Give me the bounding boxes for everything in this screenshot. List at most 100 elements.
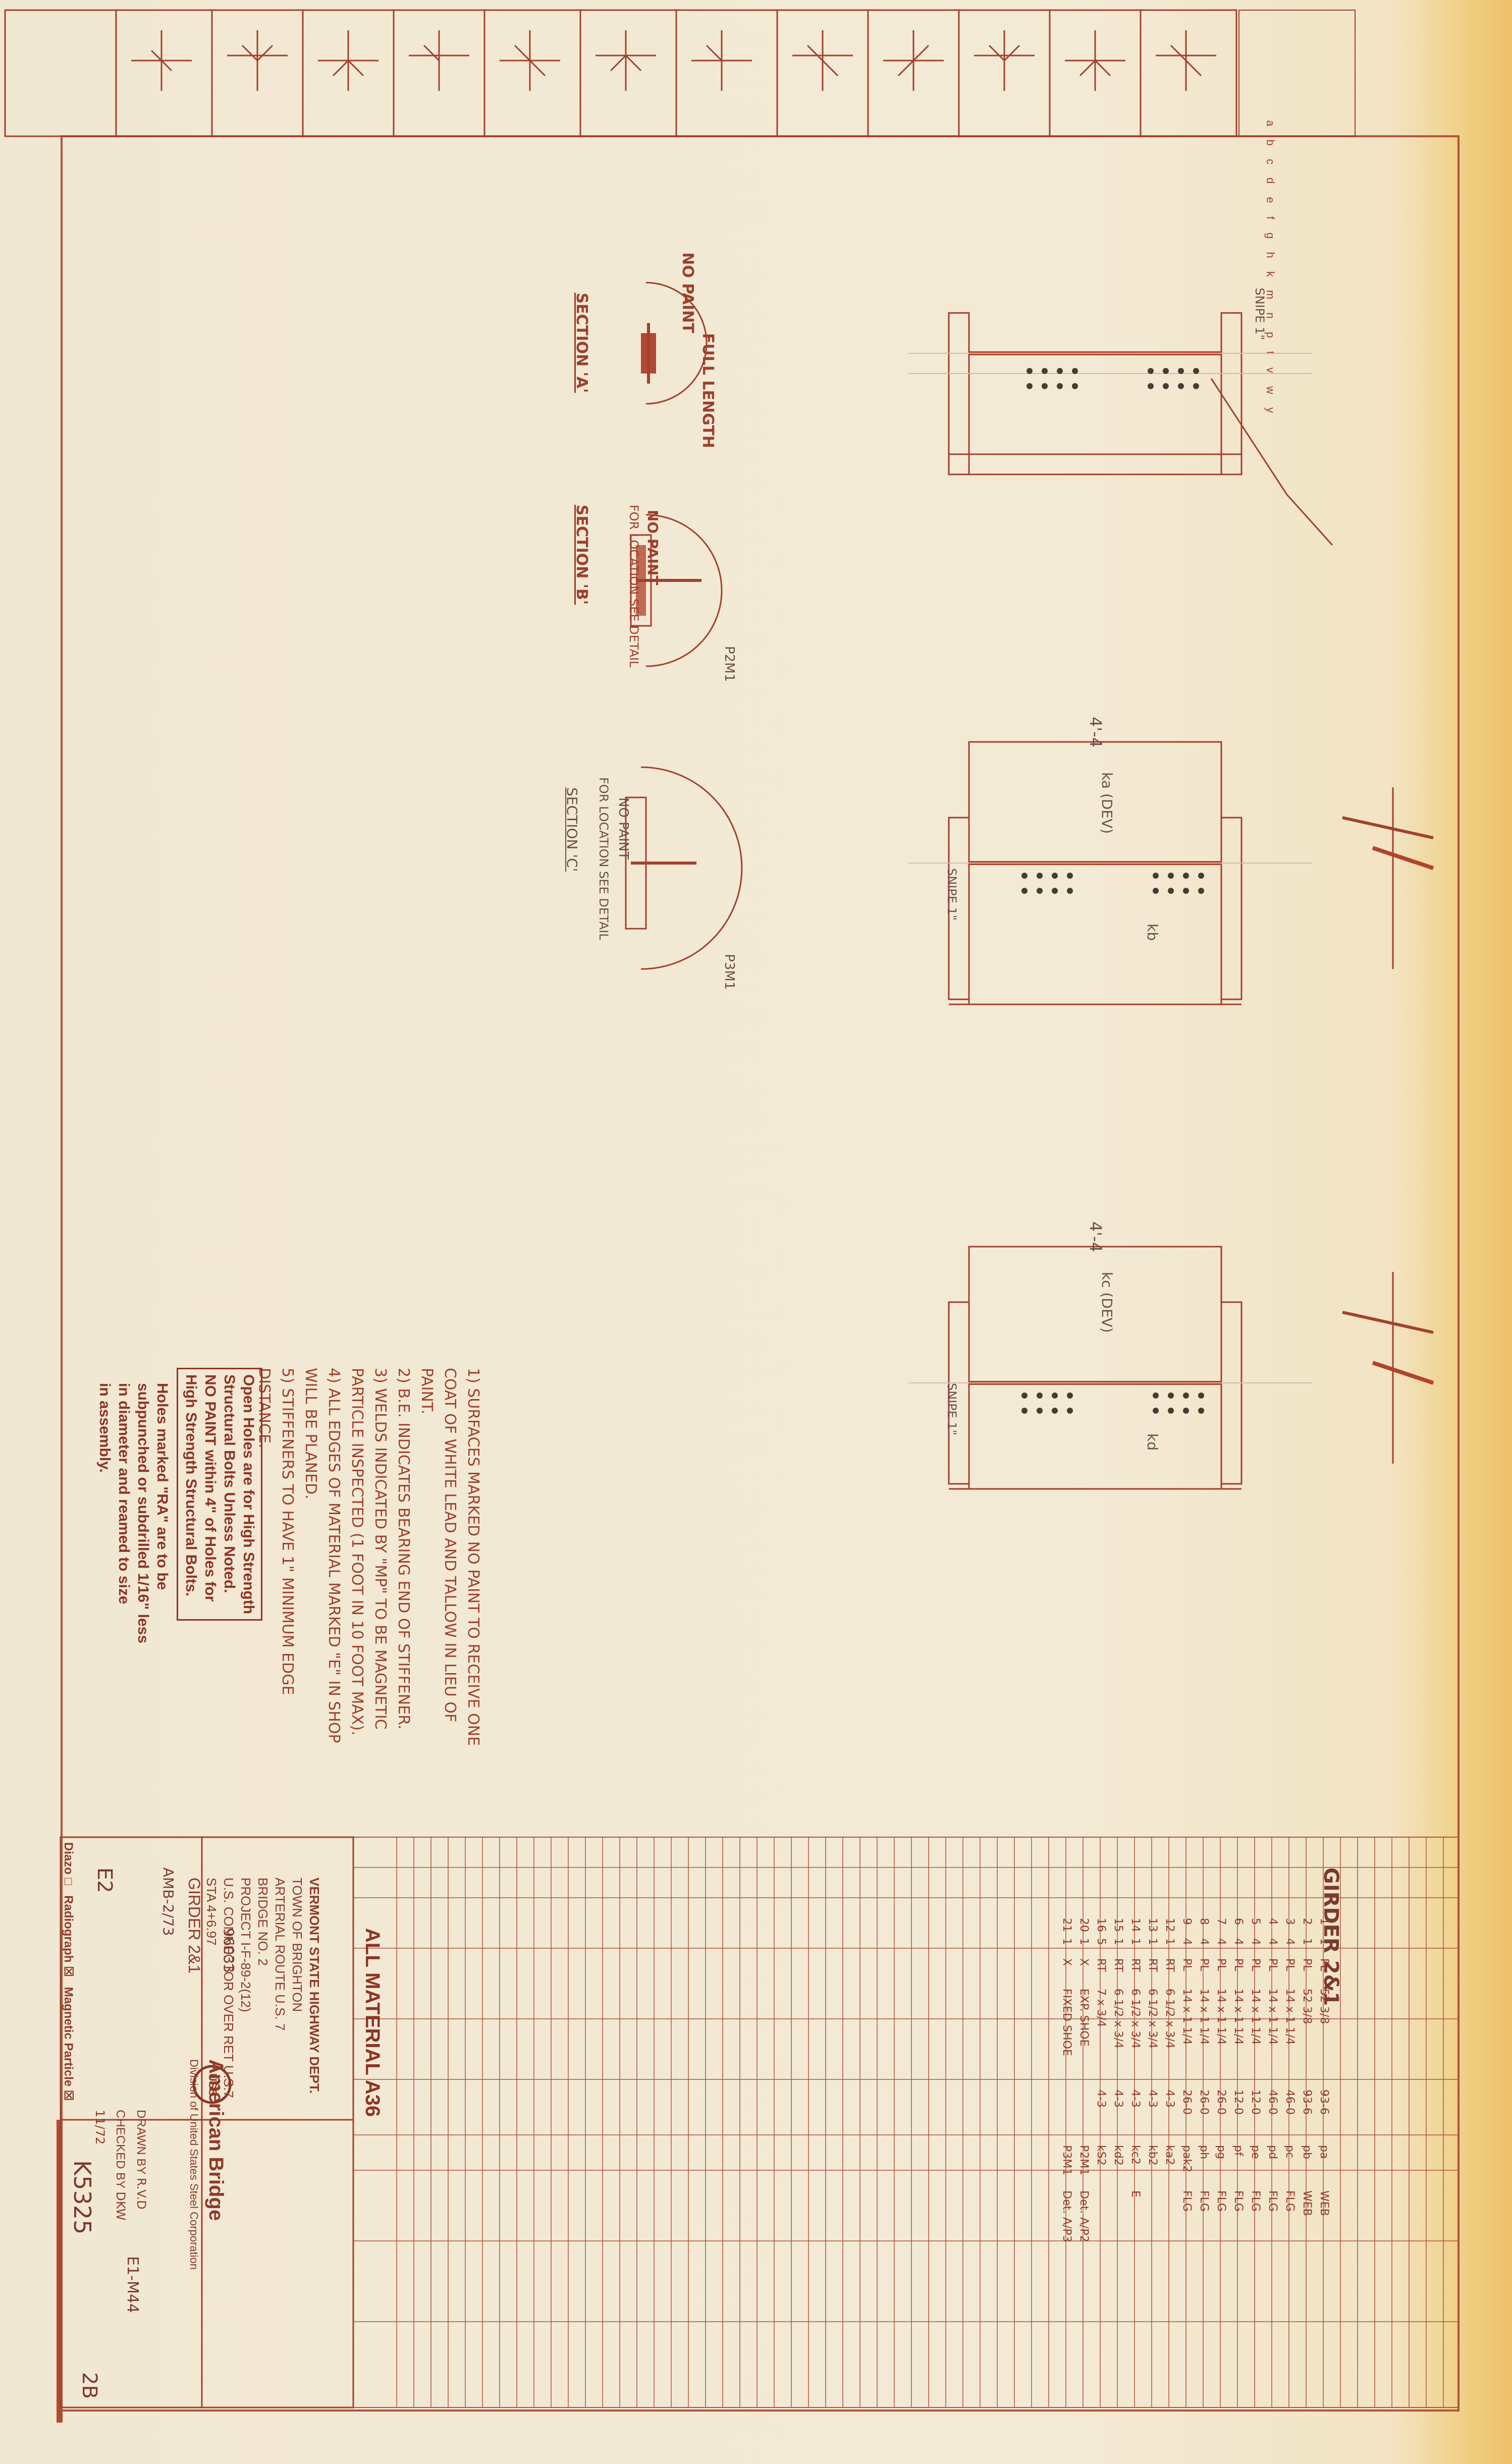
section-b-label: SECTION 'B' (573, 505, 590, 605)
bill-cell-remark: FLG (1283, 2190, 1296, 2212)
tb-route: ARTERIAL ROUTE U.S. 7 (273, 1878, 288, 2031)
bill-cell-mark: pak2 (1180, 2145, 1193, 2173)
bill-row: 94PL14 x 1 1/426-0pak2FLG (1178, 1918, 1195, 2271)
bill-cell-mark: kS2 (1095, 2145, 1107, 2166)
bill-cell-qty: 4 (1198, 1938, 1210, 1945)
bill-row: 44PL14 x 1 1/446-0pdFLG (1264, 1918, 1281, 2271)
bill-cell-len: 93-6 (1301, 2090, 1313, 2115)
bill-row: 11PL52 3/893-6paWEB (1315, 1918, 1332, 2271)
bill-cell-size: 14 x 1 1/4 (1180, 1989, 1193, 2045)
bill-cell-desc: PL (1232, 1958, 1245, 1971)
bill-cell-len: 26-0 (1180, 2090, 1193, 2115)
holes-note-line-1: Holes marked "RA" are to be (154, 1383, 171, 1590)
section-a-arc (645, 282, 708, 405)
bill-cell-len: 26-0 (1215, 2090, 1227, 2115)
bill-cell-size: 14 x 1 1/4 (1215, 1989, 1227, 2045)
bill-cell-remark: FLG (1232, 2190, 1245, 2212)
tb-bridge: BRIDGE NO. 2 (255, 1878, 271, 1966)
bill-cell-desc: PL (1318, 1958, 1330, 1971)
bill-cell-size: 6 1/2 x 3/4 (1146, 1989, 1159, 2049)
section-a-full-length: FULL LENGTH (699, 333, 717, 448)
bill-row: 141RT6 1/2 x 3/44-3kc2E (1126, 1918, 1144, 2271)
bill-cell-remark: Det. A/P3 (1060, 2190, 1073, 2242)
bill-cell-mark: pg (1215, 2145, 1227, 2159)
uss-logo (192, 2065, 232, 2104)
bill-cell-len: 46-0 (1283, 2090, 1296, 2115)
bill-cell-qty: 1 (1077, 1938, 1090, 1945)
bolt-note-stamp: Open Holes are for High Strength Structu… (177, 1368, 262, 1621)
bill-cell-len: 4-3 (1129, 2090, 1142, 2108)
bill-cell-no: 13 (1146, 1918, 1159, 1932)
bill-cell-mark: pb (1301, 2145, 1313, 2159)
bill-cell-len: 26-0 (1198, 2090, 1210, 2115)
bill-cell-remark: FLG (1266, 2190, 1279, 2212)
checked-by-label: CHECKED BY (114, 2110, 127, 2188)
bill-cell-remark: FLG (1180, 2190, 1193, 2212)
bill-cell-len: 46-0 (1266, 2090, 1279, 2115)
bill-cell-qty: 4 (1232, 1938, 1245, 1945)
bill-cell-mark: pd (1266, 2145, 1279, 2159)
bolt-note-line-1: Open Holes are for High Strength (240, 1374, 257, 1615)
order-number: K5325 (69, 2160, 96, 2235)
bill-cell-qty: 1 (1301, 1938, 1313, 1945)
bill-cell-no: 2 (1301, 1918, 1313, 1925)
bill-cell-no: 1 (1318, 1918, 1330, 1925)
bill-cell-qty: 5 (1095, 1938, 1107, 1945)
section-c-arc (640, 766, 743, 970)
process-stamps: Diazo □ Radiograph ☒ Magnetic Particle ☒ (62, 1842, 75, 2101)
bill-cell-no: 15 (1112, 1918, 1124, 1932)
drawn-by-label: DRAWN BY (134, 2110, 148, 2175)
bill-cell-size: 14 x 1 1/4 (1266, 1989, 1279, 2045)
section-b-mark: P2M1 (722, 646, 737, 682)
bill-cell-desc: X (1077, 1958, 1090, 1966)
bill-cell-no: 5 (1249, 1918, 1262, 1925)
bill-cell-size: 14 x 1 1/4 (1232, 1989, 1245, 2045)
section-a-label: SECTION 'A' (573, 293, 590, 393)
bolt-note-line-3: NO PAINT within 4" of Holes for (202, 1374, 219, 1602)
bill-cell-size: 14 x 1 1/4 (1283, 1989, 1296, 2045)
bill-cell-desc: PL (1301, 1958, 1313, 1971)
bill-row: 165RT7 x 3/44-3kS2 (1092, 1918, 1109, 2271)
note-3: 3) WELDS INDICATED BY "MP" TO BE MAGNETI… (348, 1368, 389, 1736)
bill-cell-len: 93-6 (1318, 2090, 1330, 2115)
middle-mark-kb: kb (1144, 924, 1161, 941)
bill-row: 64PL14 x 1 1/412-0pfFLG (1229, 1918, 1247, 2271)
bill-cell-qty: 4 (1283, 1938, 1296, 1945)
bill-cell-len: 4-3 (1095, 2090, 1107, 2108)
bill-cell-mark: ka2 (1163, 2145, 1176, 2165)
bill-cell-no: 6 (1232, 1918, 1245, 1925)
bill-cell-no: 14 (1129, 1918, 1142, 1932)
sheet-label: E2 (93, 1867, 116, 1893)
bill-cell-mark: P3M1 (1060, 2145, 1073, 2176)
stamp-radiograph: Radiograph (62, 1895, 75, 1963)
company-division: Division of United States Steel Corporat… (188, 2059, 200, 2270)
logo-text: USS (206, 2073, 219, 2097)
bill-row: 201XEXP. SHOEP2M1Det. A/P2 (1075, 1918, 1092, 2271)
top-bolt-holes (1027, 368, 1199, 389)
bill-cell-len: 4-3 (1146, 2090, 1159, 2108)
bill-cell-no: 20 (1077, 1918, 1090, 1932)
section-c-for-location: FOR LOCATION SEE DETAIL (597, 777, 611, 940)
middle-snipe-label: SNIPE 1" (945, 868, 959, 921)
bill-cell-mark: kd2 (1112, 2145, 1124, 2166)
bill-cell-qty: 4 (1215, 1938, 1227, 1945)
bill-cell-size: 14 x 1 1/4 (1198, 1989, 1210, 2045)
bill-cell-size: EXP. SHOE (1077, 1989, 1090, 2047)
bill-cell-remark: E (1129, 2190, 1142, 2198)
bolt-note-line-4: High Strength Structural Bolts. (183, 1374, 199, 1597)
bottom-girder-detail (908, 1246, 1434, 1490)
bottom-overall-dim: 4'-4 (1086, 1221, 1105, 1253)
bill-cell-remark: WEB (1301, 2190, 1313, 2216)
bill-cell-desc: RT (1095, 1958, 1107, 1972)
bill-cell-no: 8 (1198, 1918, 1210, 1925)
bottom-snipe-label: SNIPE 1" (945, 1383, 959, 1435)
general-notes: 1) SURFACES MARKED NO PAINT TO RECEIVE O… (252, 1368, 484, 1751)
bill-cell-desc: PL (1283, 1958, 1296, 1971)
bill-cell-no: 3 (1283, 1918, 1296, 1925)
bill-cell-len: 4-3 (1112, 2090, 1124, 2108)
bill-row: 34PL14 x 1 1/446-0pcFLG (1281, 1918, 1298, 2271)
section-b-for-location: FOR LOCATION SEE DETAIL (627, 505, 641, 668)
bill-cell-remark: WEB (1318, 2190, 1330, 2216)
